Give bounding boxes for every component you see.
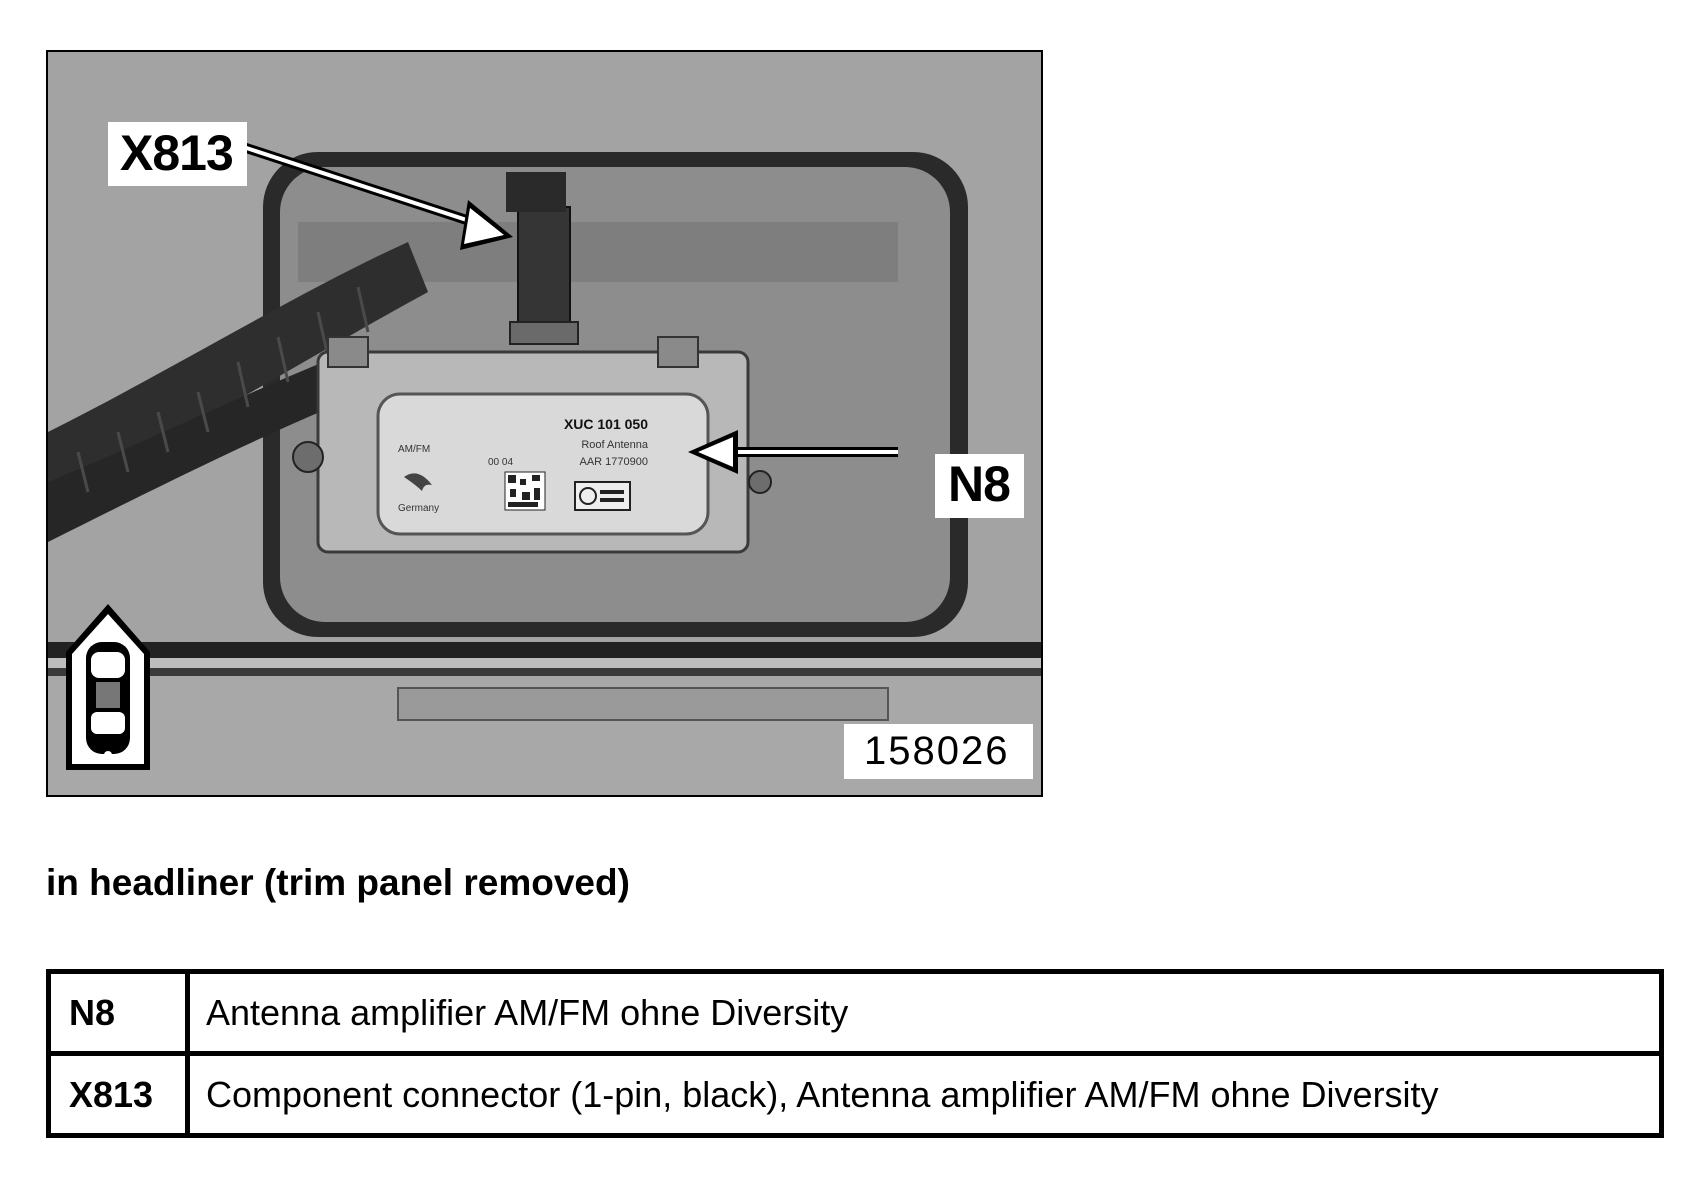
wiring-harness — [48, 242, 428, 502]
legend-description: Component connector (1-pin, black), Ante… — [185, 1051, 1664, 1138]
legend-description: Antenna amplifier AM/FM ohne Diversity — [185, 969, 1664, 1056]
table-row: N8 Antenna amplifier AM/FM ohne Diversit… — [46, 969, 1664, 1056]
callout-label-x813: X813 — [108, 122, 247, 186]
manufacturer-logo-icon — [404, 473, 432, 491]
datamatrix-code-icon — [504, 471, 546, 511]
module-part-number: XUC 101 050 — [564, 416, 648, 432]
legend-table: N8 Antenna amplifier AM/FM ohne Diversit… — [46, 969, 1664, 1138]
module-band: AM/FM — [398, 444, 430, 455]
legend-code: N8 — [46, 969, 190, 1056]
image-number: 158026 — [844, 724, 1034, 779]
connector-x813 — [517, 206, 571, 333]
component-photo: XUC 101 050 Roof Antenna AAR 1770900 AM/… — [46, 50, 1043, 797]
module-name: Roof Antenna — [581, 439, 649, 451]
callout-arrow-x813 — [226, 137, 513, 250]
module-origin: Germany — [398, 503, 439, 514]
table-row: X813 Component connector (1-pin, black),… — [46, 1051, 1664, 1138]
callout-label-n8: N8 — [935, 454, 1024, 518]
module-ref: AAR 1770900 — [580, 456, 649, 468]
photo-illustration: XUC 101 050 Roof Antenna AAR 1770900 AM/… — [48, 52, 1041, 795]
figure-caption: in headliner (trim panel removed) — [46, 862, 630, 903]
legend-code: X813 — [46, 1051, 190, 1138]
bosch-logo-icon — [574, 481, 631, 511]
module-date: 00 04 — [488, 457, 513, 468]
vehicle-orientation-icon — [66, 604, 150, 770]
callout-arrow-n8 — [688, 430, 898, 474]
